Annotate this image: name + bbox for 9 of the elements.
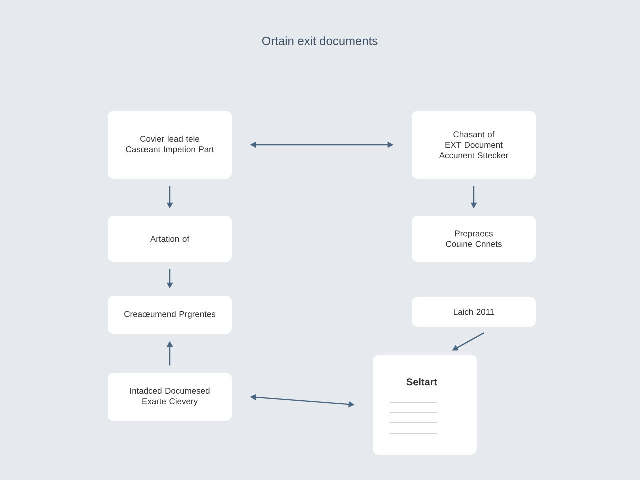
process-box: Laich 2011 [412,297,536,327]
process-box: Intadced Documesed Exarte Cievery [108,373,232,421]
process-box: Covier lead tele Casœant Impetion Part [108,111,232,179]
title: Ortain exit documents [262,36,378,46]
process-box: Chasant of EXT Document Accunent Sttecker [412,111,536,179]
process-box: Artation of [108,216,232,262]
process-box: Creaœumend Prgrentes [108,296,232,334]
process-box: Prepraecs Couine Cnnets [412,216,536,262]
document-box: Seltart [373,355,477,455]
